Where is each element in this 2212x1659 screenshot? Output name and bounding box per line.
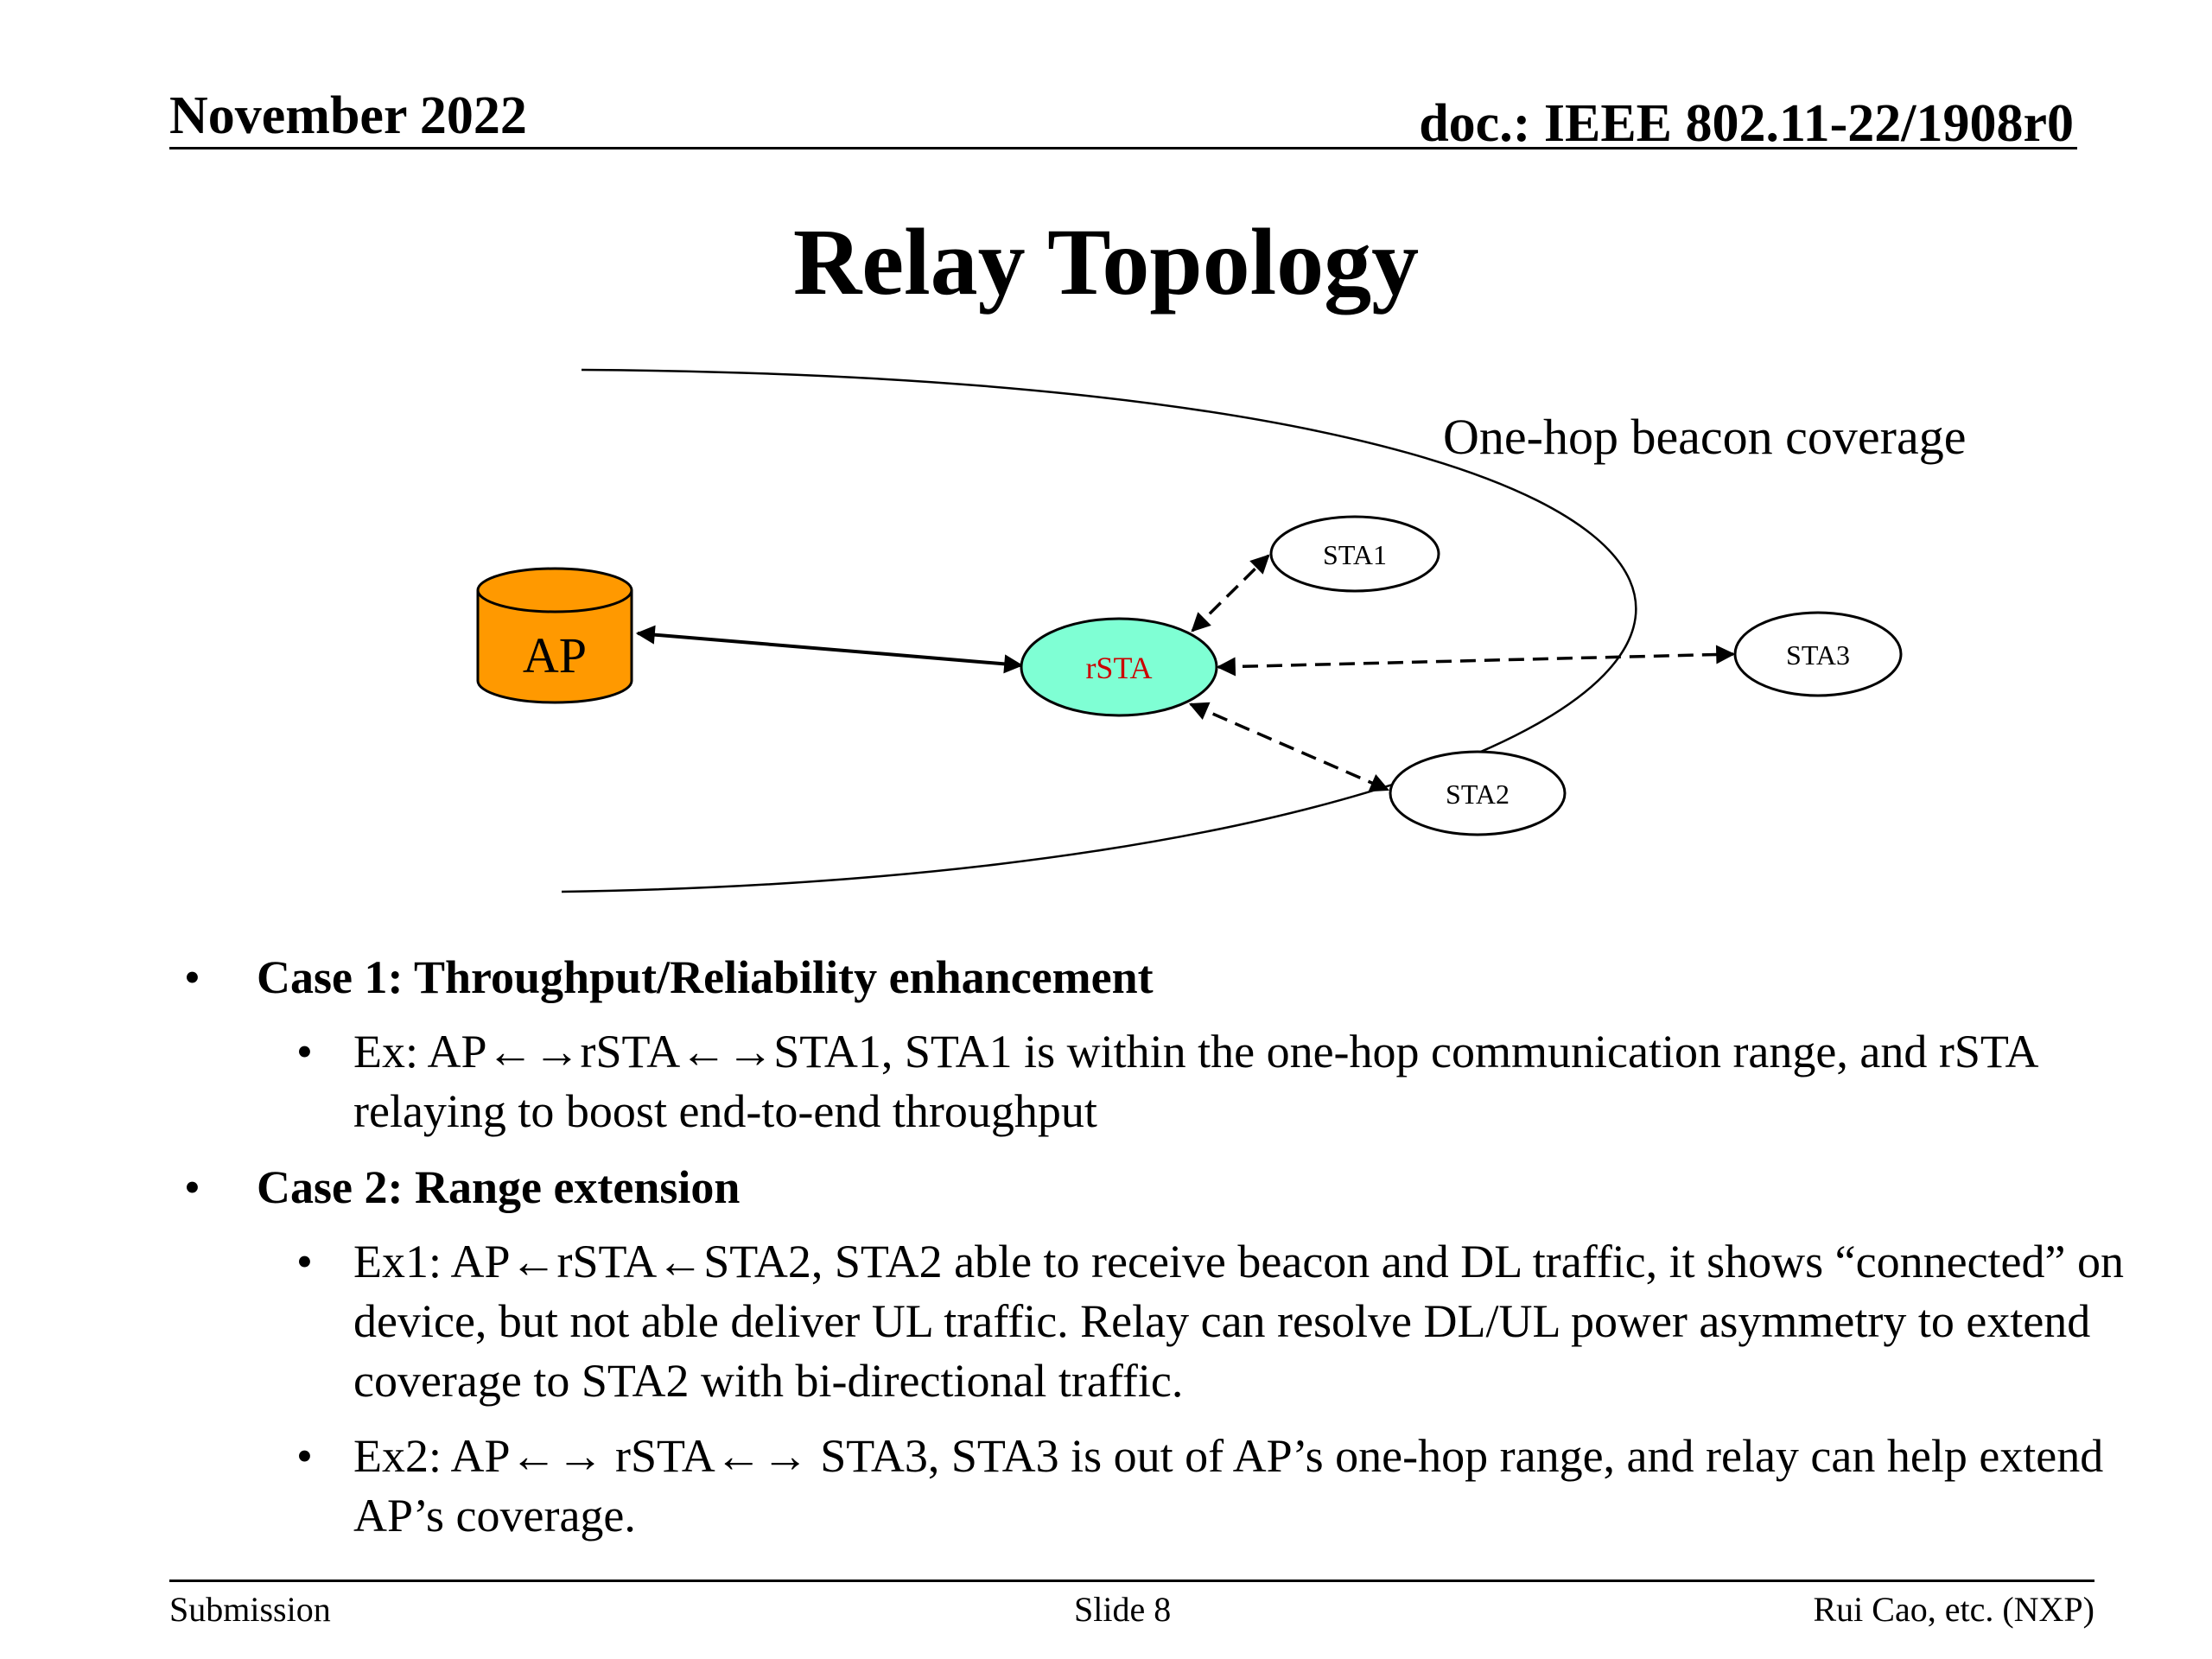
- sta1-node: STA1: [1269, 515, 1440, 593]
- edge-rsta-sta2: [1188, 702, 1390, 792]
- edge-rsta-sta3: [1216, 645, 1736, 677]
- footer-slide-number: Slide 8: [1074, 1590, 1172, 1629]
- case2-ex2-text: Ex2: AP←→ rSTA←→ STA3, STA3 is out of AP…: [353, 1430, 2104, 1541]
- header-rule: [169, 147, 2077, 149]
- header-doc-id: doc.: IEEE 802.11-22/1908r0: [1419, 94, 2074, 153]
- bullet-dot: •: [184, 951, 200, 1003]
- case2-heading: Case 2: Range extension: [257, 1161, 741, 1213]
- sta2-label: STA2: [1446, 779, 1510, 810]
- header-date: November 2022: [169, 86, 527, 145]
- slide-title: Relay Topology: [792, 209, 1420, 315]
- bullet-dot: •: [296, 1026, 313, 1077]
- rsta-label: rSTA: [1085, 651, 1152, 685]
- rsta-node: rSTA: [1020, 617, 1218, 717]
- sta3-node: STA3: [1733, 611, 1903, 697]
- case1-ex-text: Ex: AP←→rSTA←→STA1, STA1 is within the o…: [353, 1026, 2037, 1137]
- case1-heading: Case 1: Throughput/Reliability enhanceme…: [257, 951, 1154, 1003]
- footer-submission: Submission: [169, 1590, 331, 1629]
- sta2-node: STA2: [1389, 750, 1567, 836]
- ap-node: AP: [476, 567, 633, 704]
- coverage-arc: [561, 368, 1637, 893]
- bullet-dot: •: [296, 1430, 313, 1482]
- edge-ap-rsta: [635, 625, 1024, 674]
- bullet-dot: •: [296, 1236, 313, 1287]
- ap-label: AP: [523, 627, 587, 683]
- sta3-label: STA3: [1786, 639, 1850, 671]
- coverage-label: One-hop beacon coverage: [1443, 409, 1966, 465]
- edge-rsta-sta1: [1191, 554, 1270, 632]
- sta1-label: STA1: [1323, 539, 1387, 570]
- case2-ex1-text: Ex1: AP←rSTA←STA2, STA2 able to receive …: [353, 1236, 2124, 1407]
- footer-author: Rui Cao, etc. (NXP): [1813, 1590, 2094, 1629]
- footer-rule: [169, 1580, 2094, 1582]
- bullet-dot: •: [184, 1161, 200, 1213]
